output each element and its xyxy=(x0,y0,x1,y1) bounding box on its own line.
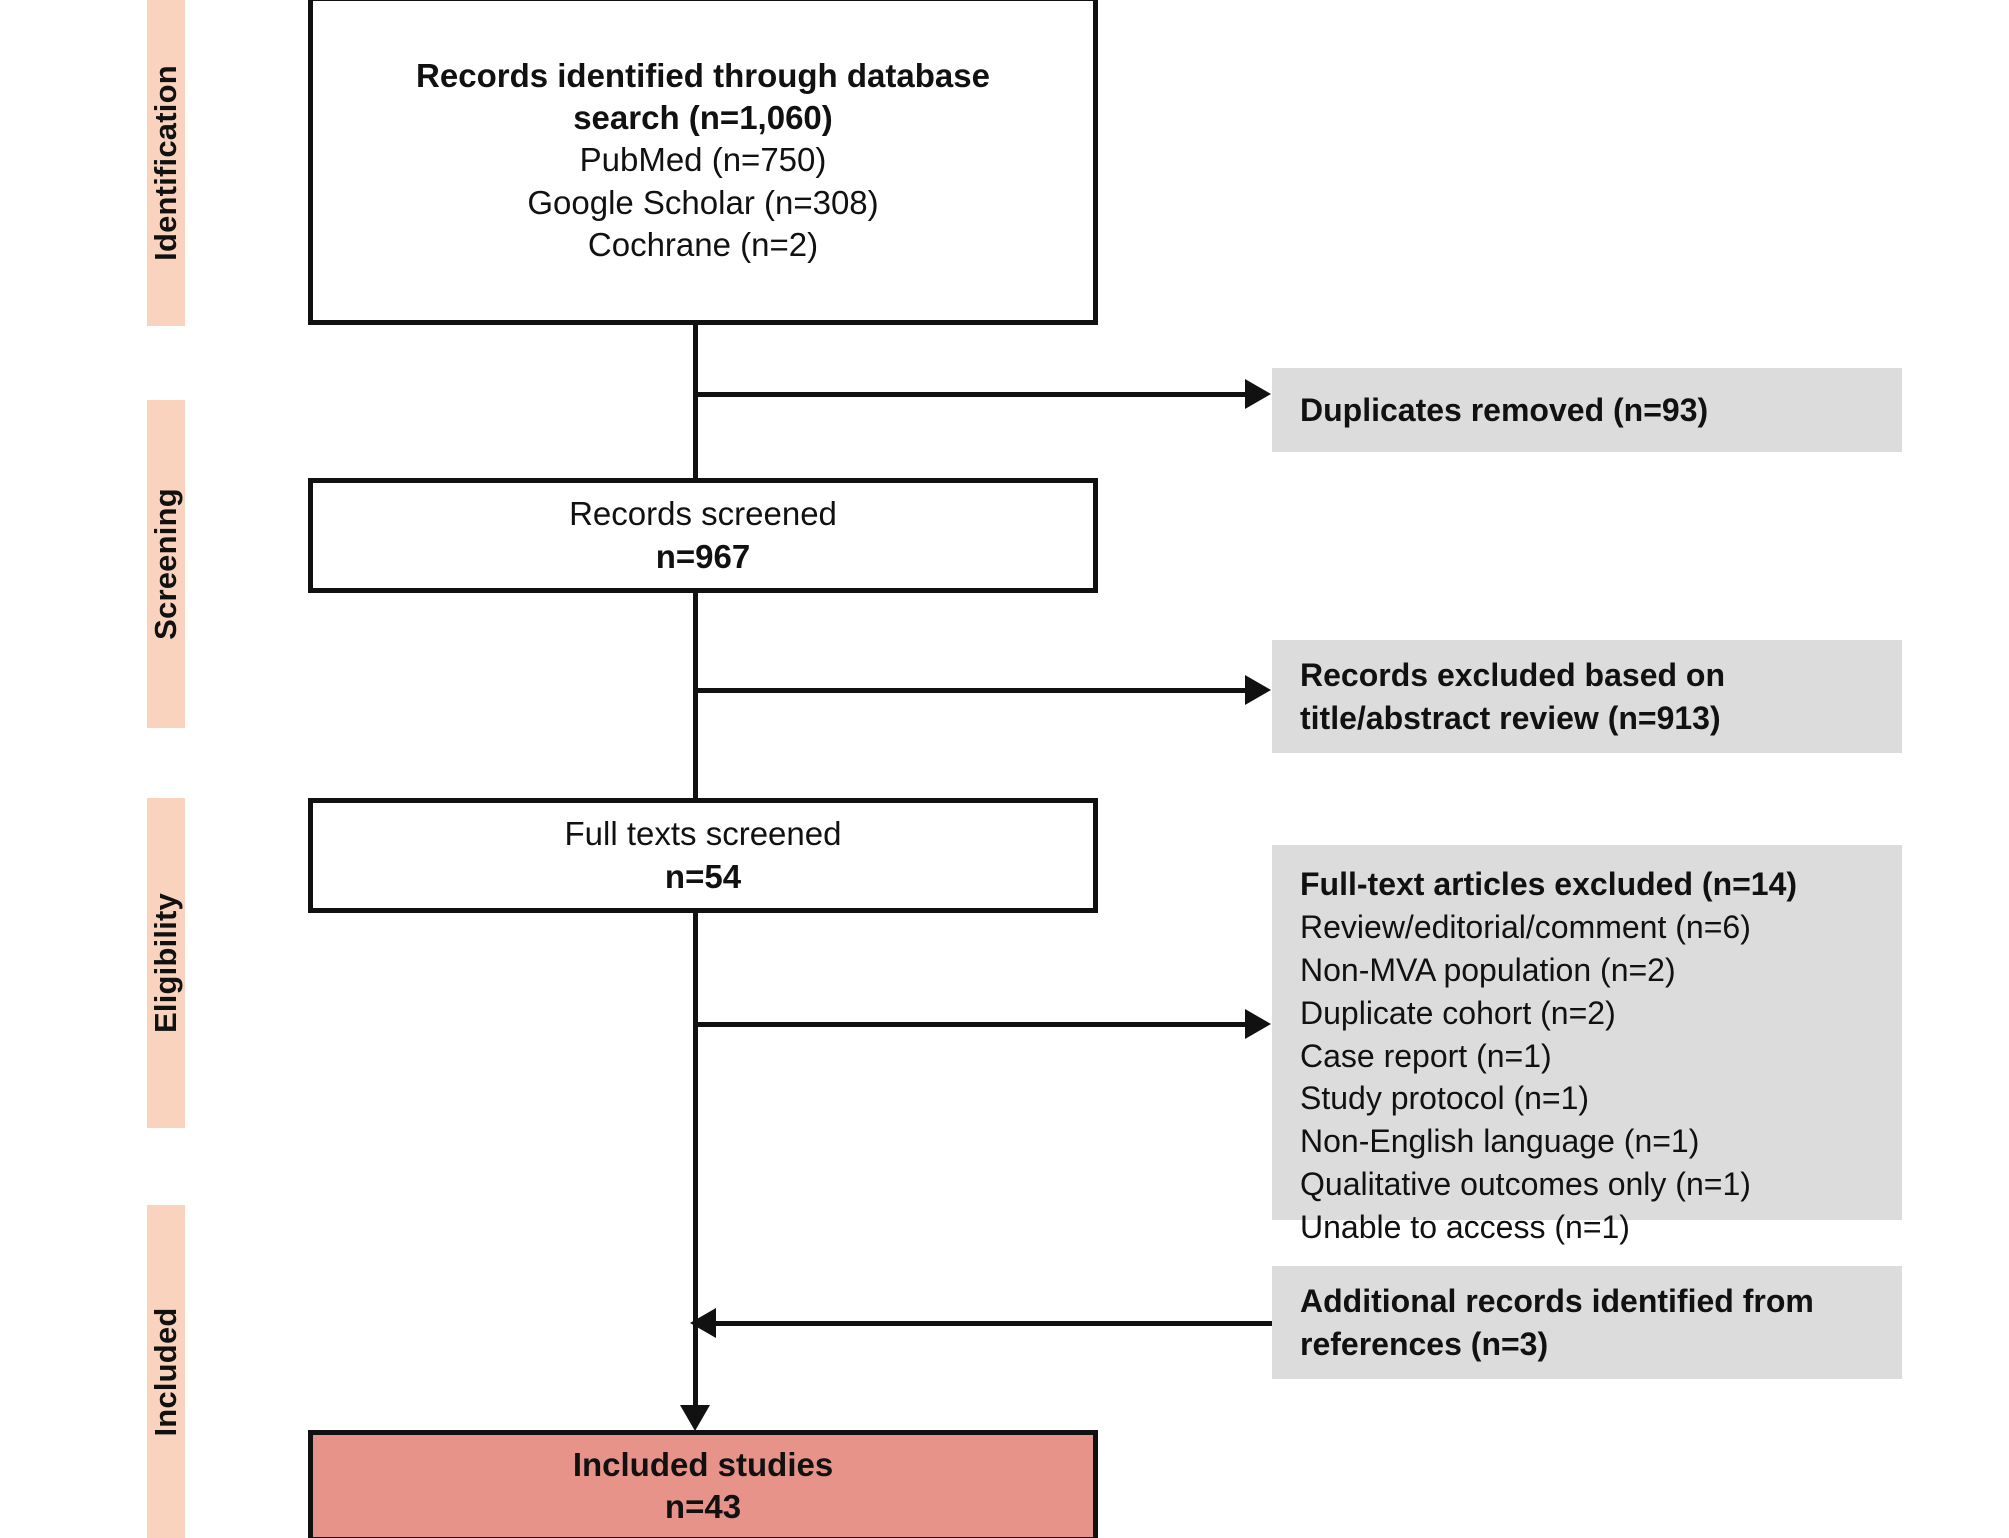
arrow-to-fulltext-excluded-icon xyxy=(1245,1009,1271,1039)
stage-label-identification: Identification xyxy=(148,65,183,261)
records-screened-label: Records screened xyxy=(569,495,837,533)
included-studies-count: n=43 xyxy=(664,1488,742,1525)
connector-to-duplicates xyxy=(693,392,1245,397)
stage-band-eligibility: Eligibility xyxy=(147,798,185,1128)
arrow-from-additional-records-icon xyxy=(690,1308,716,1338)
records-identified-title-line1: Records identified through database xyxy=(416,56,990,94)
included-studies-label: Included studies xyxy=(572,1445,834,1483)
records-screened-count: n=967 xyxy=(655,537,751,575)
fulltext-excluded-reason-0: Review/editorial/comment (n=6) xyxy=(1300,908,1751,945)
full-texts-screened-label: Full texts screened xyxy=(564,815,842,853)
stage-band-identification: Identification xyxy=(147,0,185,326)
side-box-additional-records: Additional records identified from refer… xyxy=(1272,1266,1902,1379)
arrow-to-included-studies-icon xyxy=(680,1405,710,1431)
connector-identified-to-screened xyxy=(693,325,698,480)
records-identified-title-line2: search (n=1,060) xyxy=(573,99,833,137)
connector-to-fulltext-excluded xyxy=(693,1022,1245,1027)
side-box-fulltext-articles-excluded: Full-text articles excluded (n=14) Revie… xyxy=(1272,845,1902,1245)
box-included-studies: Included studies n=43 xyxy=(308,1430,1098,1538)
full-texts-screened-count: n=54 xyxy=(664,857,742,895)
stage-band-screening: Screening xyxy=(147,400,185,728)
records-identified-source-cochrane: Cochrane (n=2) xyxy=(587,225,819,263)
fulltext-excluded-reason-7: Unable to access (n=1) xyxy=(1300,1209,1630,1245)
connector-from-additional-records xyxy=(716,1321,1272,1326)
side-box-records-excluded-title-abstract: Records excluded based on title/abstract… xyxy=(1272,640,1902,753)
fulltext-excluded-reason-1: Non-MVA population (n=2) xyxy=(1300,951,1676,988)
fulltext-excluded-reason-6: Qualitative outcomes only (n=1) xyxy=(1300,1166,1751,1203)
stage-label-included: Included xyxy=(148,1306,183,1437)
additional-records-line2: references (n=3) xyxy=(1300,1325,1549,1362)
connector-to-title-abstract-excluded xyxy=(693,688,1245,693)
connector-screened-to-fulltext xyxy=(693,591,698,800)
box-full-texts-screened: Full texts screened n=54 xyxy=(308,798,1098,913)
records-excluded-line1: Records excluded based on xyxy=(1300,656,1726,693)
fulltext-excluded-heading: Full-text articles excluded (n=14) xyxy=(1300,866,1798,902)
side-box-duplicates-removed: Duplicates removed (n=93) xyxy=(1272,368,1902,452)
box-records-screened: Records screened n=967 xyxy=(308,478,1098,593)
records-identified-source-pubmed: PubMed (n=750) xyxy=(579,141,827,179)
records-identified-source-google-scholar: Google Scholar (n=308) xyxy=(527,183,879,221)
duplicates-removed-text: Duplicates removed (n=93) xyxy=(1300,391,1709,428)
arrow-to-duplicates-icon xyxy=(1245,379,1271,409)
connector-fulltext-to-included xyxy=(693,911,698,1425)
fulltext-excluded-reason-5: Non-English language (n=1) xyxy=(1300,1123,1700,1160)
arrow-to-title-abstract-excluded-icon xyxy=(1245,675,1271,705)
box-records-identified: Records identified through database sear… xyxy=(308,0,1098,325)
records-excluded-line2: title/abstract review (n=913) xyxy=(1300,699,1721,736)
stage-label-eligibility: Eligibility xyxy=(148,893,183,1033)
fulltext-excluded-reason-4: Study protocol (n=1) xyxy=(1300,1080,1590,1117)
stage-label-screening: Screening xyxy=(148,488,183,640)
stage-band-included: Included xyxy=(147,1205,185,1538)
fulltext-excluded-reason-2: Duplicate cohort (n=2) xyxy=(1300,994,1616,1031)
fulltext-excluded-reason-3: Case report (n=1) xyxy=(1300,1037,1552,1074)
additional-records-line1: Additional records identified from xyxy=(1300,1282,1814,1319)
